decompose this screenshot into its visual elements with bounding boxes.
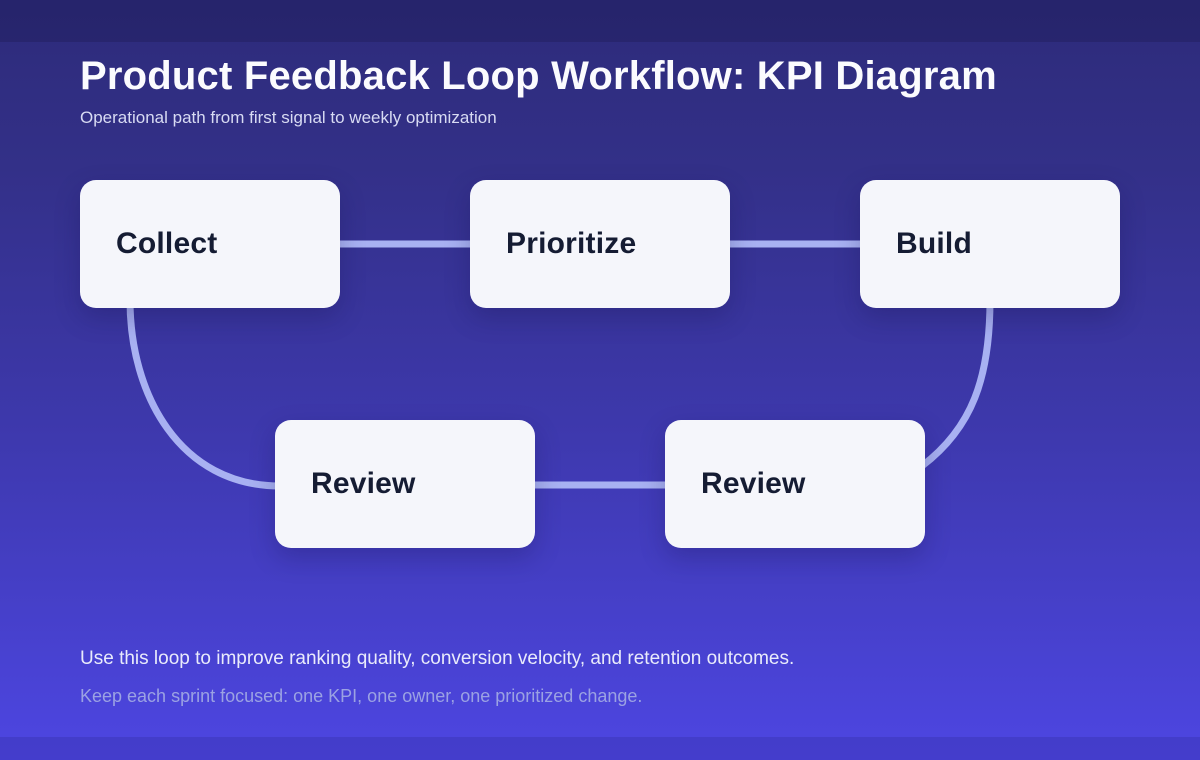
node-review-2: Review [665,420,925,548]
footer-primary-text: Use this loop to improve ranking quality… [80,648,795,669]
top-band [0,0,1200,42]
page-title: Product Feedback Loop Workflow: KPI Diag… [80,54,997,98]
page-subtitle: Operational path from first signal to we… [80,108,497,127]
bottom-band [0,737,1200,760]
node-review-1: Review [275,420,535,548]
node-collect: Collect [80,180,340,308]
node-build-label: Build [896,227,972,260]
node-build: Build [860,180,1120,308]
connector-build-review-curve [918,296,994,470]
node-prioritize-label: Prioritize [506,227,637,260]
connector-collect-review-curve [126,296,284,490]
node-review-2-label: Review [701,467,806,500]
footer-secondary-text: Keep each sprint focused: one KPI, one o… [80,686,643,706]
node-collect-label: Collect [116,227,218,260]
node-review-1-label: Review [311,467,416,500]
node-prioritize: Prioritize [470,180,730,308]
